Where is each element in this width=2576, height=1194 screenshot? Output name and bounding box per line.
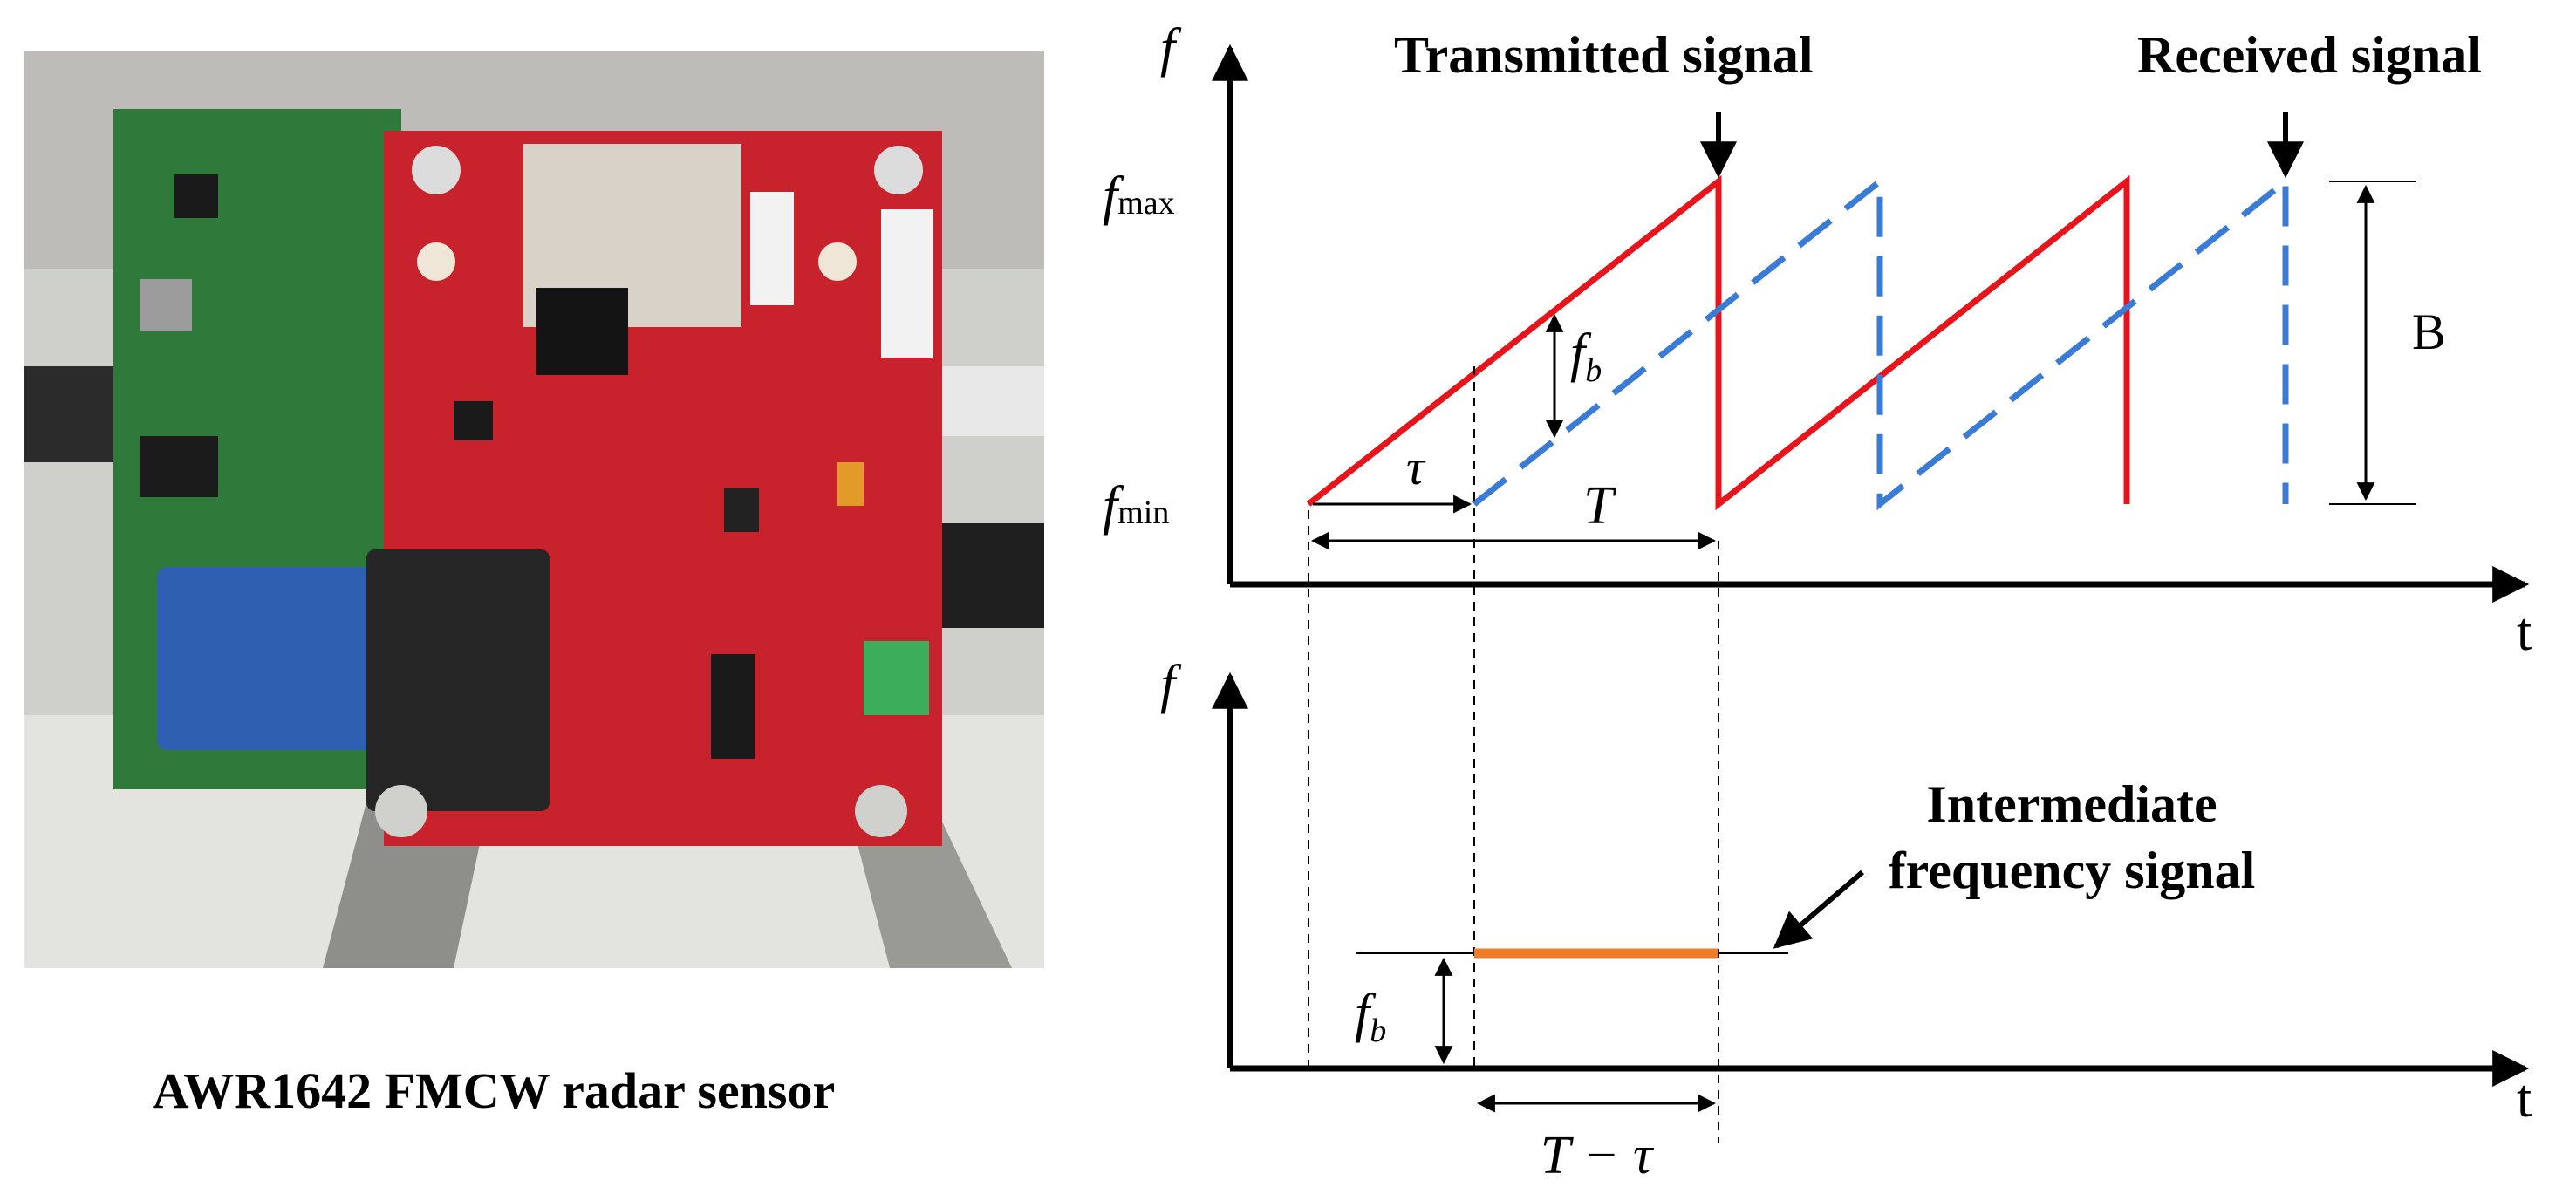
- bottom-y-label: f: [1160, 655, 1182, 714]
- bottom-x-label: t: [2517, 1069, 2532, 1129]
- t-minus-tau-label: T − τ: [1541, 1126, 1655, 1185]
- fb-label-bottom: fb: [1355, 984, 1386, 1049]
- photo-caption: AWR1642 FMCW radar sensor: [153, 1062, 835, 1119]
- fb-label-top: fb: [1570, 324, 1602, 389]
- black-connector: [366, 549, 550, 811]
- top-x-label: t: [2517, 603, 2532, 662]
- bottom-chart: f t Intermediate frequency signal fb T −…: [1160, 655, 2532, 1185]
- radar-chip: [536, 288, 628, 375]
- tau-label: τ: [1406, 439, 1426, 495]
- radar-board-photo: AWR1642 FMCW radar sensor: [24, 51, 1044, 1119]
- blue-transformer: [157, 567, 375, 750]
- received-signal-label: Received signal: [2137, 26, 2482, 84]
- bandwidth-label: B: [2412, 304, 2446, 360]
- transmitted-signal-label: Transmitted signal: [1394, 26, 1814, 84]
- top-chart: f t fmax fmin Transmitted signal Receive…: [1103, 18, 2532, 662]
- period-label: T: [1583, 476, 1617, 536]
- fmin-label: fmin: [1103, 476, 1169, 536]
- received-signal-line: [1472, 174, 2289, 511]
- if-label-line1: Intermediate: [1926, 775, 2217, 833]
- fmcw-diagram: f t fmax fmin Transmitted signal Receive…: [1099, 0, 2576, 1190]
- transmitted-signal-line: [1306, 174, 2130, 511]
- photo-panel: AWR1642 FMCW radar sensor: [0, 0, 1099, 1190]
- fmcw-diagram-svg: f t fmax fmin Transmitted signal Receive…: [1103, 18, 2532, 1185]
- if-pointer-arrow: [1773, 870, 1864, 949]
- if-label-line2: frequency signal: [1889, 842, 2256, 899]
- fmax-label: fmax: [1103, 167, 1175, 226]
- top-y-label: f: [1160, 18, 1182, 78]
